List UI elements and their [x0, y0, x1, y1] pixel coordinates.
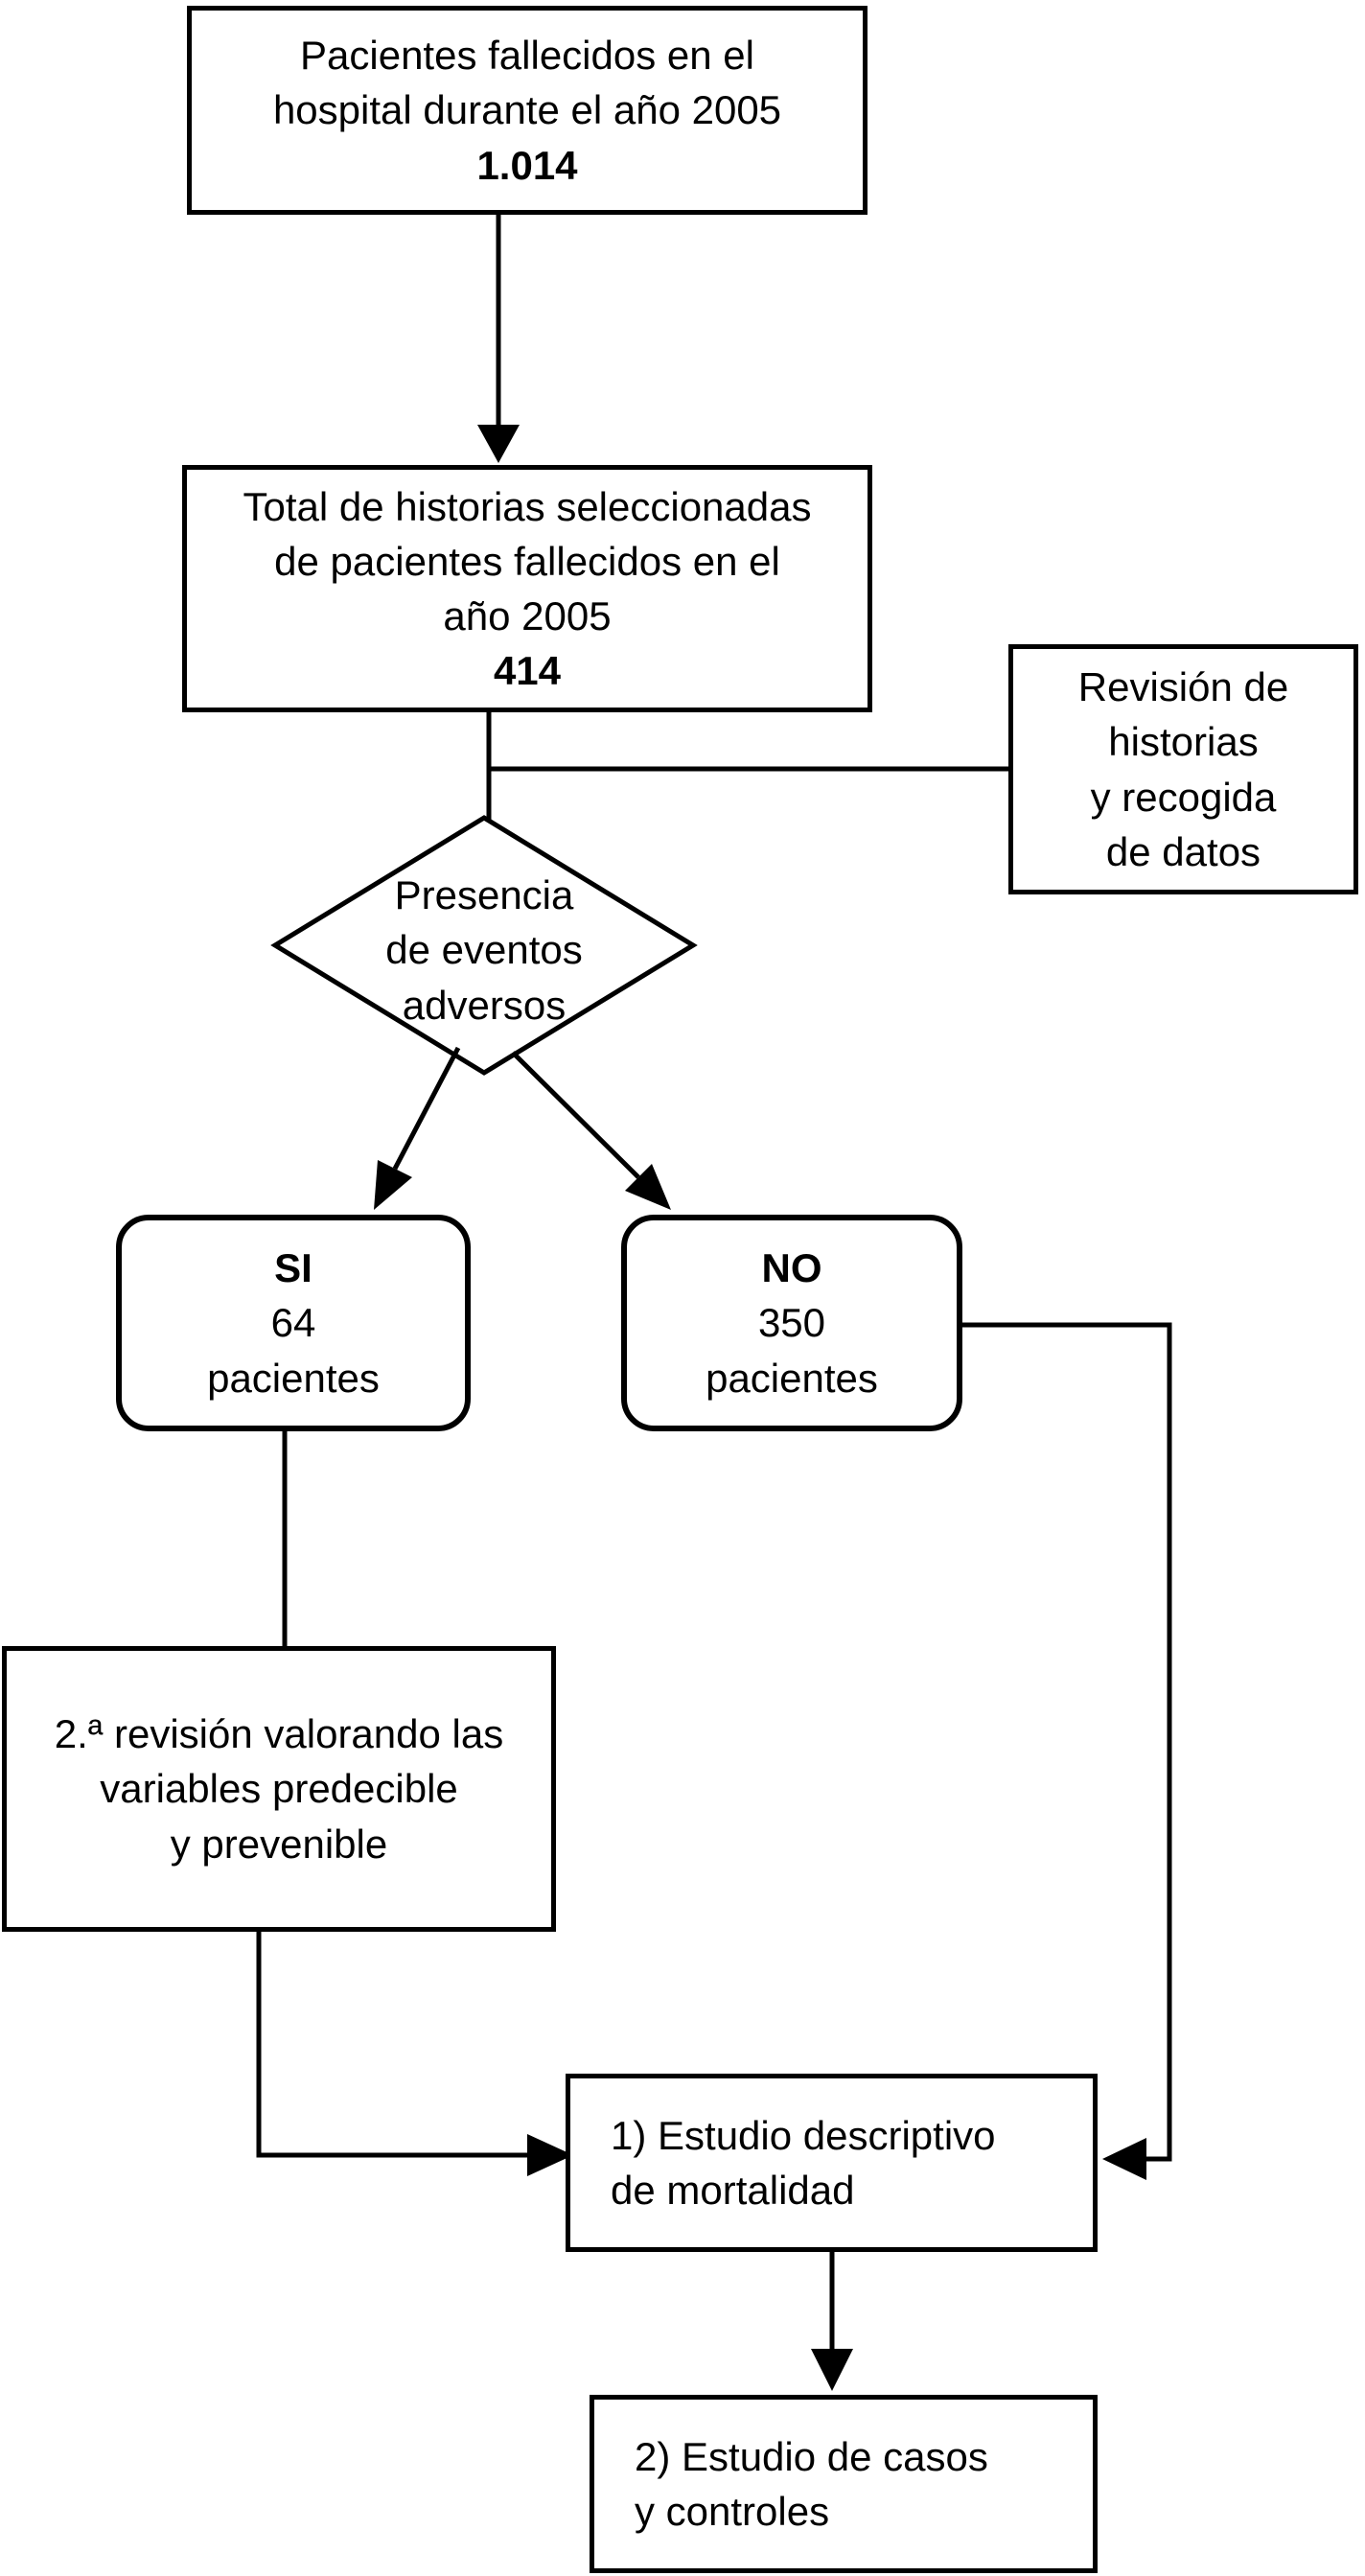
- node-line: 2.ª revisión valorando las: [54, 1711, 504, 1757]
- arrow-no-to-descriptive: [960, 1322, 1172, 2180]
- node-case-control-study: 2) Estudio de casos y controles: [590, 2395, 1098, 2573]
- node-line: y controles: [635, 2489, 830, 2534]
- node-no: NO 350 pacientes: [621, 1215, 962, 1431]
- arrow-second-review-to-descriptive: [256, 1930, 573, 2176]
- node-records-review: Revisión de historias y recogida de dato…: [1008, 644, 1358, 894]
- arrow-deceased-to-selected: [477, 213, 520, 463]
- node-line: Presencia: [394, 872, 574, 918]
- decision-adverse-events-label: Presencia de eventos adversos: [331, 851, 637, 1049]
- node-line: de mortalidad: [611, 2168, 855, 2213]
- node-line: de pacientes fallecidos en el: [274, 538, 780, 584]
- decision-diamond-shape: [270, 815, 698, 1076]
- node-line: hospital durante el año 2005: [272, 87, 782, 133]
- no-label: NO: [761, 1245, 822, 1291]
- yes-unit: pacientes: [207, 1355, 380, 1401]
- no-unit: pacientes: [706, 1355, 878, 1401]
- node-line: y recogida: [1090, 774, 1277, 820]
- node-line: Revisión de: [1077, 664, 1289, 710]
- yes-label: SI: [274, 1245, 312, 1291]
- arrow-descriptive-to-case-control: [811, 2249, 853, 2391]
- no-count: 350: [757, 1300, 826, 1346]
- node-second-review: 2.ª revisión valorando las variables pre…: [2, 1646, 556, 1932]
- node-line: de eventos: [385, 927, 583, 973]
- yes-count: 64: [270, 1300, 316, 1346]
- node-line: historias: [1108, 719, 1259, 765]
- node-deceased-patients: Pacientes fallecidos en el hospital dura…: [187, 6, 868, 215]
- selected-count: 414: [493, 648, 562, 694]
- node-line: año 2005: [443, 593, 612, 638]
- node-line: Total de historias seleccionadas: [243, 483, 812, 529]
- node-line: de datos: [1105, 828, 1261, 874]
- deceased-count: 1.014: [476, 142, 578, 188]
- arrow-decision-to-yes: [374, 1046, 461, 1210]
- node-selected-records: Total de historias seleccionadas de paci…: [182, 465, 872, 712]
- node-yes: SI 64 pacientes: [116, 1215, 471, 1431]
- node-line: Pacientes fallecidos en el: [300, 33, 754, 79]
- node-line: y prevenible: [170, 1821, 388, 1867]
- node-line: adversos: [402, 982, 567, 1028]
- node-line: 1) Estudio descriptivo: [611, 2112, 996, 2158]
- arrow-decision-to-no: [511, 1051, 671, 1210]
- node-line: variables predecible: [100, 1766, 458, 1812]
- node-descriptive-study: 1) Estudio descriptivo de mortalidad: [566, 2074, 1098, 2252]
- node-line: 2) Estudio de casos: [635, 2433, 988, 2479]
